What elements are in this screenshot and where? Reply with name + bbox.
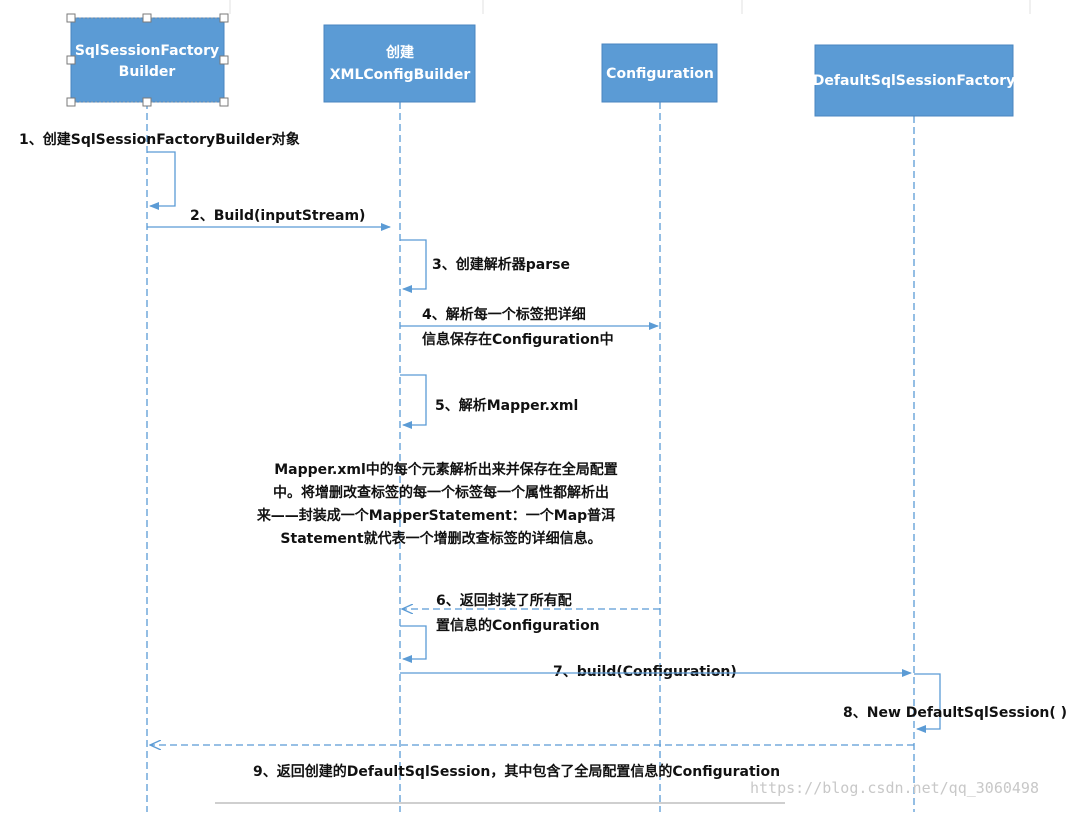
- participant-config-line1: Configuration: [606, 66, 714, 82]
- participant-builder-line1: SqlSessionFactory: [75, 43, 219, 59]
- lifelines: [146, 102, 915, 812]
- message-6-label-line2: 置信息的Configuration: [436, 617, 600, 634]
- note-line-4: Statement就代表一个增删改查标签的详细信息。: [280, 530, 601, 547]
- message-6-label-line1: 6、返回封装了所有配: [436, 592, 572, 609]
- message-4-label-line1: 4、解析每一个标签把详细: [422, 306, 586, 323]
- participant-xml[interactable]: 创建 XMLConfigBuilder: [323, 24, 476, 103]
- watermark-text: https://blog.csdn.net/qq_3060498: [750, 779, 1039, 797]
- note-line-2: 中。将增删改查标签的每一个标签每一个属性都解析出: [273, 484, 609, 501]
- message-1-arrow[interactable]: [147, 151, 176, 210]
- message-4-label-line2: 信息保存在Configuration中: [422, 331, 614, 348]
- participant-builder[interactable]: SqlSessionFactory Builder: [70, 17, 225, 103]
- note-text: Mapper.xml中的每个元素解析出来并保存在全局配置 中。将增删改查标签的每…: [256, 461, 618, 547]
- message-5-label: 5、解析Mapper.xml: [435, 397, 578, 414]
- message-3-label: 3、创建解析器parse: [432, 256, 570, 273]
- message-6-self-arrow[interactable]: [400, 625, 427, 663]
- message-1-label: 1、创建SqlSessionFactoryBuilder对象: [19, 131, 300, 148]
- resize-handle-tr[interactable]: [219, 13, 229, 23]
- participant-xml-line1: 创建: [385, 44, 414, 61]
- participant-xml-line2: XMLConfigBuilder: [330, 67, 471, 83]
- resize-handle-bl[interactable]: [66, 97, 76, 107]
- background-guides: [215, 0, 1031, 804]
- participant-config[interactable]: Configuration: [601, 43, 718, 103]
- resize-handle-bc[interactable]: [142, 97, 152, 107]
- message-7-label: 7、build(Configuration): [553, 664, 737, 680]
- resize-handle-br[interactable]: [219, 97, 229, 107]
- resize-handle-tc[interactable]: [142, 13, 152, 23]
- participant-factory[interactable]: DefaultSqlSessionFactory: [813, 44, 1015, 117]
- message-2-label: 2、Build(inputStream): [190, 208, 365, 224]
- message-3-arrow[interactable]: [400, 239, 427, 293]
- message-5-arrow[interactable]: [400, 374, 427, 429]
- participant-builder-line2: Builder: [119, 64, 176, 80]
- message-8-arrow[interactable]: [914, 673, 941, 733]
- participant-factory-line1: DefaultSqlSessionFactory: [813, 73, 1015, 89]
- message-9-label: 9、返回创建的DefaultSqlSession，其中包含了全局配置信息的Con…: [253, 763, 780, 780]
- note-line-3: 来——封装成一个MapperStatement：一个Map普洱: [256, 507, 615, 524]
- resize-handle-ml[interactable]: [66, 55, 76, 65]
- message-8-label: 8、New DefaultSqlSession( ): [843, 705, 1066, 721]
- note-line-1: Mapper.xml中的每个元素解析出来并保存在全局配置: [274, 461, 618, 478]
- selection-handles[interactable]: [66, 13, 229, 107]
- resize-handle-mr[interactable]: [219, 55, 229, 65]
- resize-handle-tl[interactable]: [66, 13, 76, 23]
